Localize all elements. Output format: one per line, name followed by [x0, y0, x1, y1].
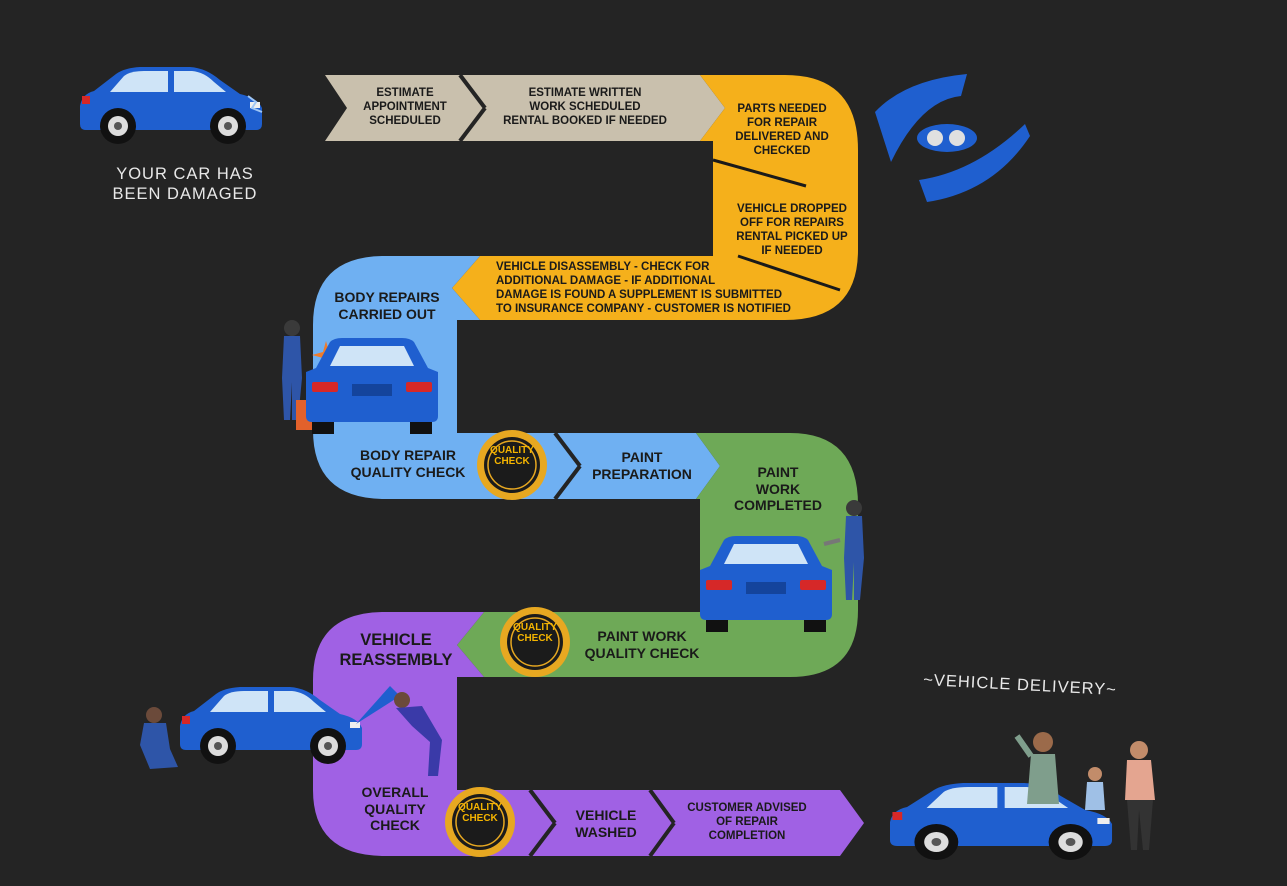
mechanic-icon — [140, 707, 178, 769]
step-overall-quality-check: OVERALL QUALITY CHECK — [340, 780, 450, 838]
step-line: CHECKED — [753, 144, 811, 157]
step-line: CHECK — [370, 817, 420, 834]
car-front-icon — [700, 536, 832, 632]
step-line: SCHEDULED — [369, 114, 441, 127]
step-line: CARRIED OUT — [338, 306, 436, 322]
step-line: ADDITIONAL DAMAGE - IF ADDITIONAL — [496, 275, 716, 288]
delivered-car-icon — [890, 783, 1113, 860]
step-paint-work-quality-check: PAINT WORK QUALITY CHECK — [572, 625, 712, 665]
badge-line: CHECK — [462, 813, 498, 824]
mechanic-icon — [394, 692, 442, 776]
step-line: QUALITY CHECK — [584, 645, 700, 661]
step-line: APPOINTMENT — [363, 101, 447, 114]
step-line: VEHICLE DROPPED — [737, 203, 847, 216]
family-icon — [1014, 732, 1155, 850]
reassembly-car-icon — [180, 686, 400, 764]
step-line: WASHED — [575, 824, 637, 840]
step-estimate-written: ESTIMATE WRITTEN WORK SCHEDULED RENTAL B… — [485, 83, 685, 133]
step-vehicle-washed: VEHICLE WASHED — [558, 804, 654, 844]
start-caption: YOUR CAR HAS BEEN DAMAGED — [90, 164, 280, 206]
step-customer-advised: CUSTOMER ADVISED OF REPAIR COMPLETION — [672, 798, 822, 848]
step-line: DELIVERED AND — [735, 131, 829, 143]
start-caption-line: BEEN DAMAGED — [112, 185, 258, 203]
badge-line: QUALITY — [513, 622, 557, 633]
step-line: VEHICLE — [360, 631, 432, 650]
step-line: BODY REPAIRS — [334, 289, 440, 306]
start-caption-line: YOUR CAR HAS — [116, 165, 254, 184]
step-line: FOR REPAIR — [746, 117, 818, 130]
step-line: PAINT — [757, 463, 799, 480]
step-line: COMPLETED — [734, 497, 822, 514]
badge-line: QUALITY — [490, 445, 534, 456]
step-customer-advised-arrow — [650, 790, 864, 856]
step-parts-needed: PARTS NEEDED FOR REPAIR DELIVERED AND CH… — [722, 98, 842, 164]
step-line: PREPARATION — [592, 466, 692, 482]
badge-line: CHECK — [517, 633, 553, 644]
step-vehicle-disassembly: VEHICLE DISASSEMBLY - CHECK FOR ADDITION… — [496, 258, 806, 320]
badge-line: QUALITY — [458, 802, 502, 813]
step-paint-preparation: PAINT PREPARATION — [580, 446, 704, 486]
painter-icon — [823, 500, 864, 600]
step-line: PAINT WORK — [597, 628, 687, 645]
step-line: RENTAL BOOKED IF NEEDED — [503, 114, 667, 127]
step-body-repairs: BODY REPAIRS CARRIED OUT — [322, 286, 452, 326]
step-line: ESTIMATE — [376, 87, 434, 100]
damaged-car-icon — [80, 67, 263, 144]
step-estimate-appointment-arrow — [325, 75, 485, 141]
step-line: QUALITY — [364, 800, 426, 817]
step-line: RENTAL PICKED UP — [736, 231, 848, 243]
step-line: OF REPAIR — [716, 816, 778, 829]
step-paint-work-completed: PAINT WORK COMPLETED — [722, 460, 834, 518]
step-line: DAMAGE IS FOUND A SUPPLEMENT IS SUBMITTE… — [496, 289, 783, 301]
step-line: WORK SCHEDULED — [529, 101, 641, 114]
step-line: WORK — [755, 480, 801, 497]
quality-badge-label: QUALITY CHECK — [487, 445, 537, 467]
quality-badge-label: QUALITY CHECK — [455, 802, 505, 824]
step-paint-preparation-arrow — [555, 433, 720, 499]
step-vehicle-washed-arrow — [530, 790, 674, 856]
step-line: PARTS NEEDED — [737, 103, 827, 116]
badge-line: CHECK — [494, 456, 530, 467]
step-vehicle-dropped-off: VEHICLE DROPPED OFF FOR REPAIRS RENTAL P… — [730, 198, 854, 264]
orange-turn-track — [452, 75, 858, 320]
step-estimate-written-arrow — [460, 75, 725, 141]
step-line: VEHICLE DISASSEMBLY - CHECK FOR — [496, 261, 710, 274]
step-vehicle-reassembly: VEHICLE REASSEMBLY — [330, 630, 462, 672]
step-line: PAINT — [621, 449, 663, 466]
car-rear-icon — [306, 338, 438, 434]
car-parts-icon — [875, 74, 1030, 202]
quality-check-badge-icon — [500, 607, 570, 677]
step-line: OVERALL — [361, 783, 429, 800]
step-estimate-appointment: ESTIMATE APPOINTMENT SCHEDULED — [345, 83, 465, 133]
step-line: IF NEEDED — [761, 244, 823, 257]
quality-check-badge-icon — [445, 787, 515, 857]
step-line: OFF FOR REPAIRS — [740, 217, 844, 230]
step-line: BODY REPAIR — [360, 447, 456, 464]
quality-badge-label: QUALITY CHECK — [510, 622, 560, 644]
step-line: CUSTOMER ADVISED — [687, 802, 807, 815]
step-line: ESTIMATE WRITTEN — [528, 87, 642, 100]
step-line: TO INSURANCE COMPANY - CUSTOMER IS NOTIF… — [496, 302, 791, 315]
step-line: VEHICLE — [575, 807, 637, 824]
step-line: QUALITY CHECK — [350, 464, 466, 480]
step-line: COMPLETION — [708, 829, 786, 842]
quality-check-badge-icon — [477, 430, 547, 500]
step-body-repair-quality-check: BODY REPAIR QUALITY CHECK — [340, 444, 476, 484]
step-line: REASSEMBLY — [339, 651, 453, 669]
